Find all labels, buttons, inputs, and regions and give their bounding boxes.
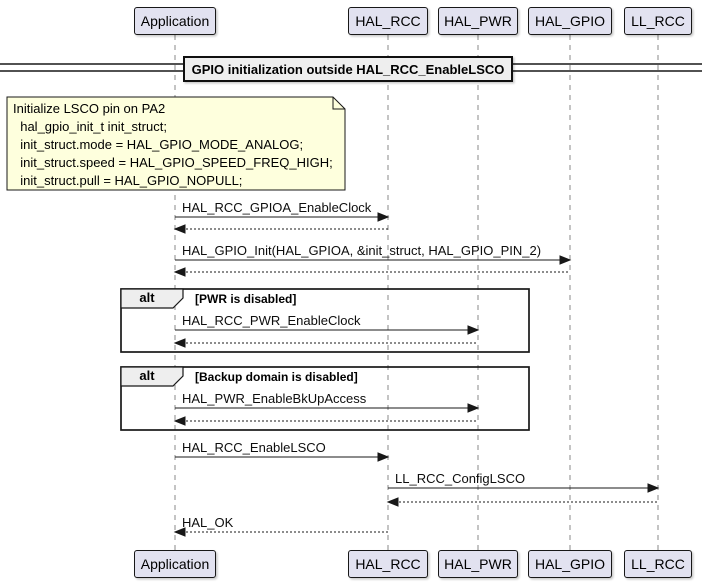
participant-top-application: Application [134,7,216,35]
arrowhead-icon [173,416,186,426]
message-label-8: HAL_RCC_EnableLSCO [182,440,326,455]
alt-operator-label: alt [139,368,155,383]
note-shape [6,96,346,191]
alt-operator-tab [120,288,184,309]
participant-bottom-application: Application [134,550,216,578]
note-text: Initialize LSCO pin on PA2 hal_gpio_init… [13,100,339,190]
alt-operator-label: alt [139,290,155,305]
alt-operator-tab [120,366,184,387]
arrowhead-icon [467,403,480,413]
participant-bottom-ll-rcc: LL_RCC [624,550,692,578]
participant-top-hal-rcc: HAL_RCC [348,7,428,35]
alt-frame-1 [120,366,530,431]
note-fold-icon [332,97,345,110]
arrowhead-icon [173,224,186,234]
message-label-2: HAL_GPIO_Init(HAL_GPIOA, &init_struct, H… [182,243,542,258]
alt-frame-0 [120,288,530,353]
participant-top-hal-gpio: HAL_GPIO [528,7,612,35]
note-line: hal_gpio_init_t init_struct; [13,119,167,134]
note-line: Initialize LSCO pin on PA2 [13,101,166,116]
arrowhead-icon [386,497,399,507]
message-label-6: HAL_PWR_EnableBkUpAccess [182,391,367,406]
note-line: init_struct.speed = HAL_GPIO_SPEED_FREQ_… [13,155,333,170]
message-label-11: HAL_OK [182,515,234,530]
alt-guard-label: [Backup domain is disabled] [195,370,358,384]
arrowhead-icon [377,212,390,222]
arrowhead-icon [377,452,390,462]
note-line: init_struct.mode = HAL_GPIO_MODE_ANALOG; [13,137,304,152]
note-line: init_struct.pull = HAL_GPIO_NOPULL; [13,173,243,188]
arrowhead-icon [467,325,480,335]
alt-guard-label: [PWR is disabled] [195,292,297,306]
arrowhead-icon [559,255,572,265]
divider-title: GPIO initialization outside HAL_RCC_Enab… [183,56,513,82]
message-label-9: LL_RCC_ConfigLSCO [395,471,526,486]
participant-top-hal-pwr: HAL_PWR [438,7,518,35]
message-label-0: HAL_RCC_GPIOA_EnableClock [182,200,372,215]
participant-bottom-hal-rcc: HAL_RCC [348,550,428,578]
arrowhead-icon [173,338,186,348]
participant-bottom-hal-gpio: HAL_GPIO [528,550,612,578]
arrowhead-icon [647,483,660,493]
arrowhead-icon [173,267,186,277]
participant-top-ll-rcc: LL_RCC [624,7,692,35]
arrowhead-icon [173,527,186,537]
message-label-4: HAL_RCC_PWR_EnableClock [182,313,361,328]
participant-bottom-hal-pwr: HAL_PWR [438,550,518,578]
